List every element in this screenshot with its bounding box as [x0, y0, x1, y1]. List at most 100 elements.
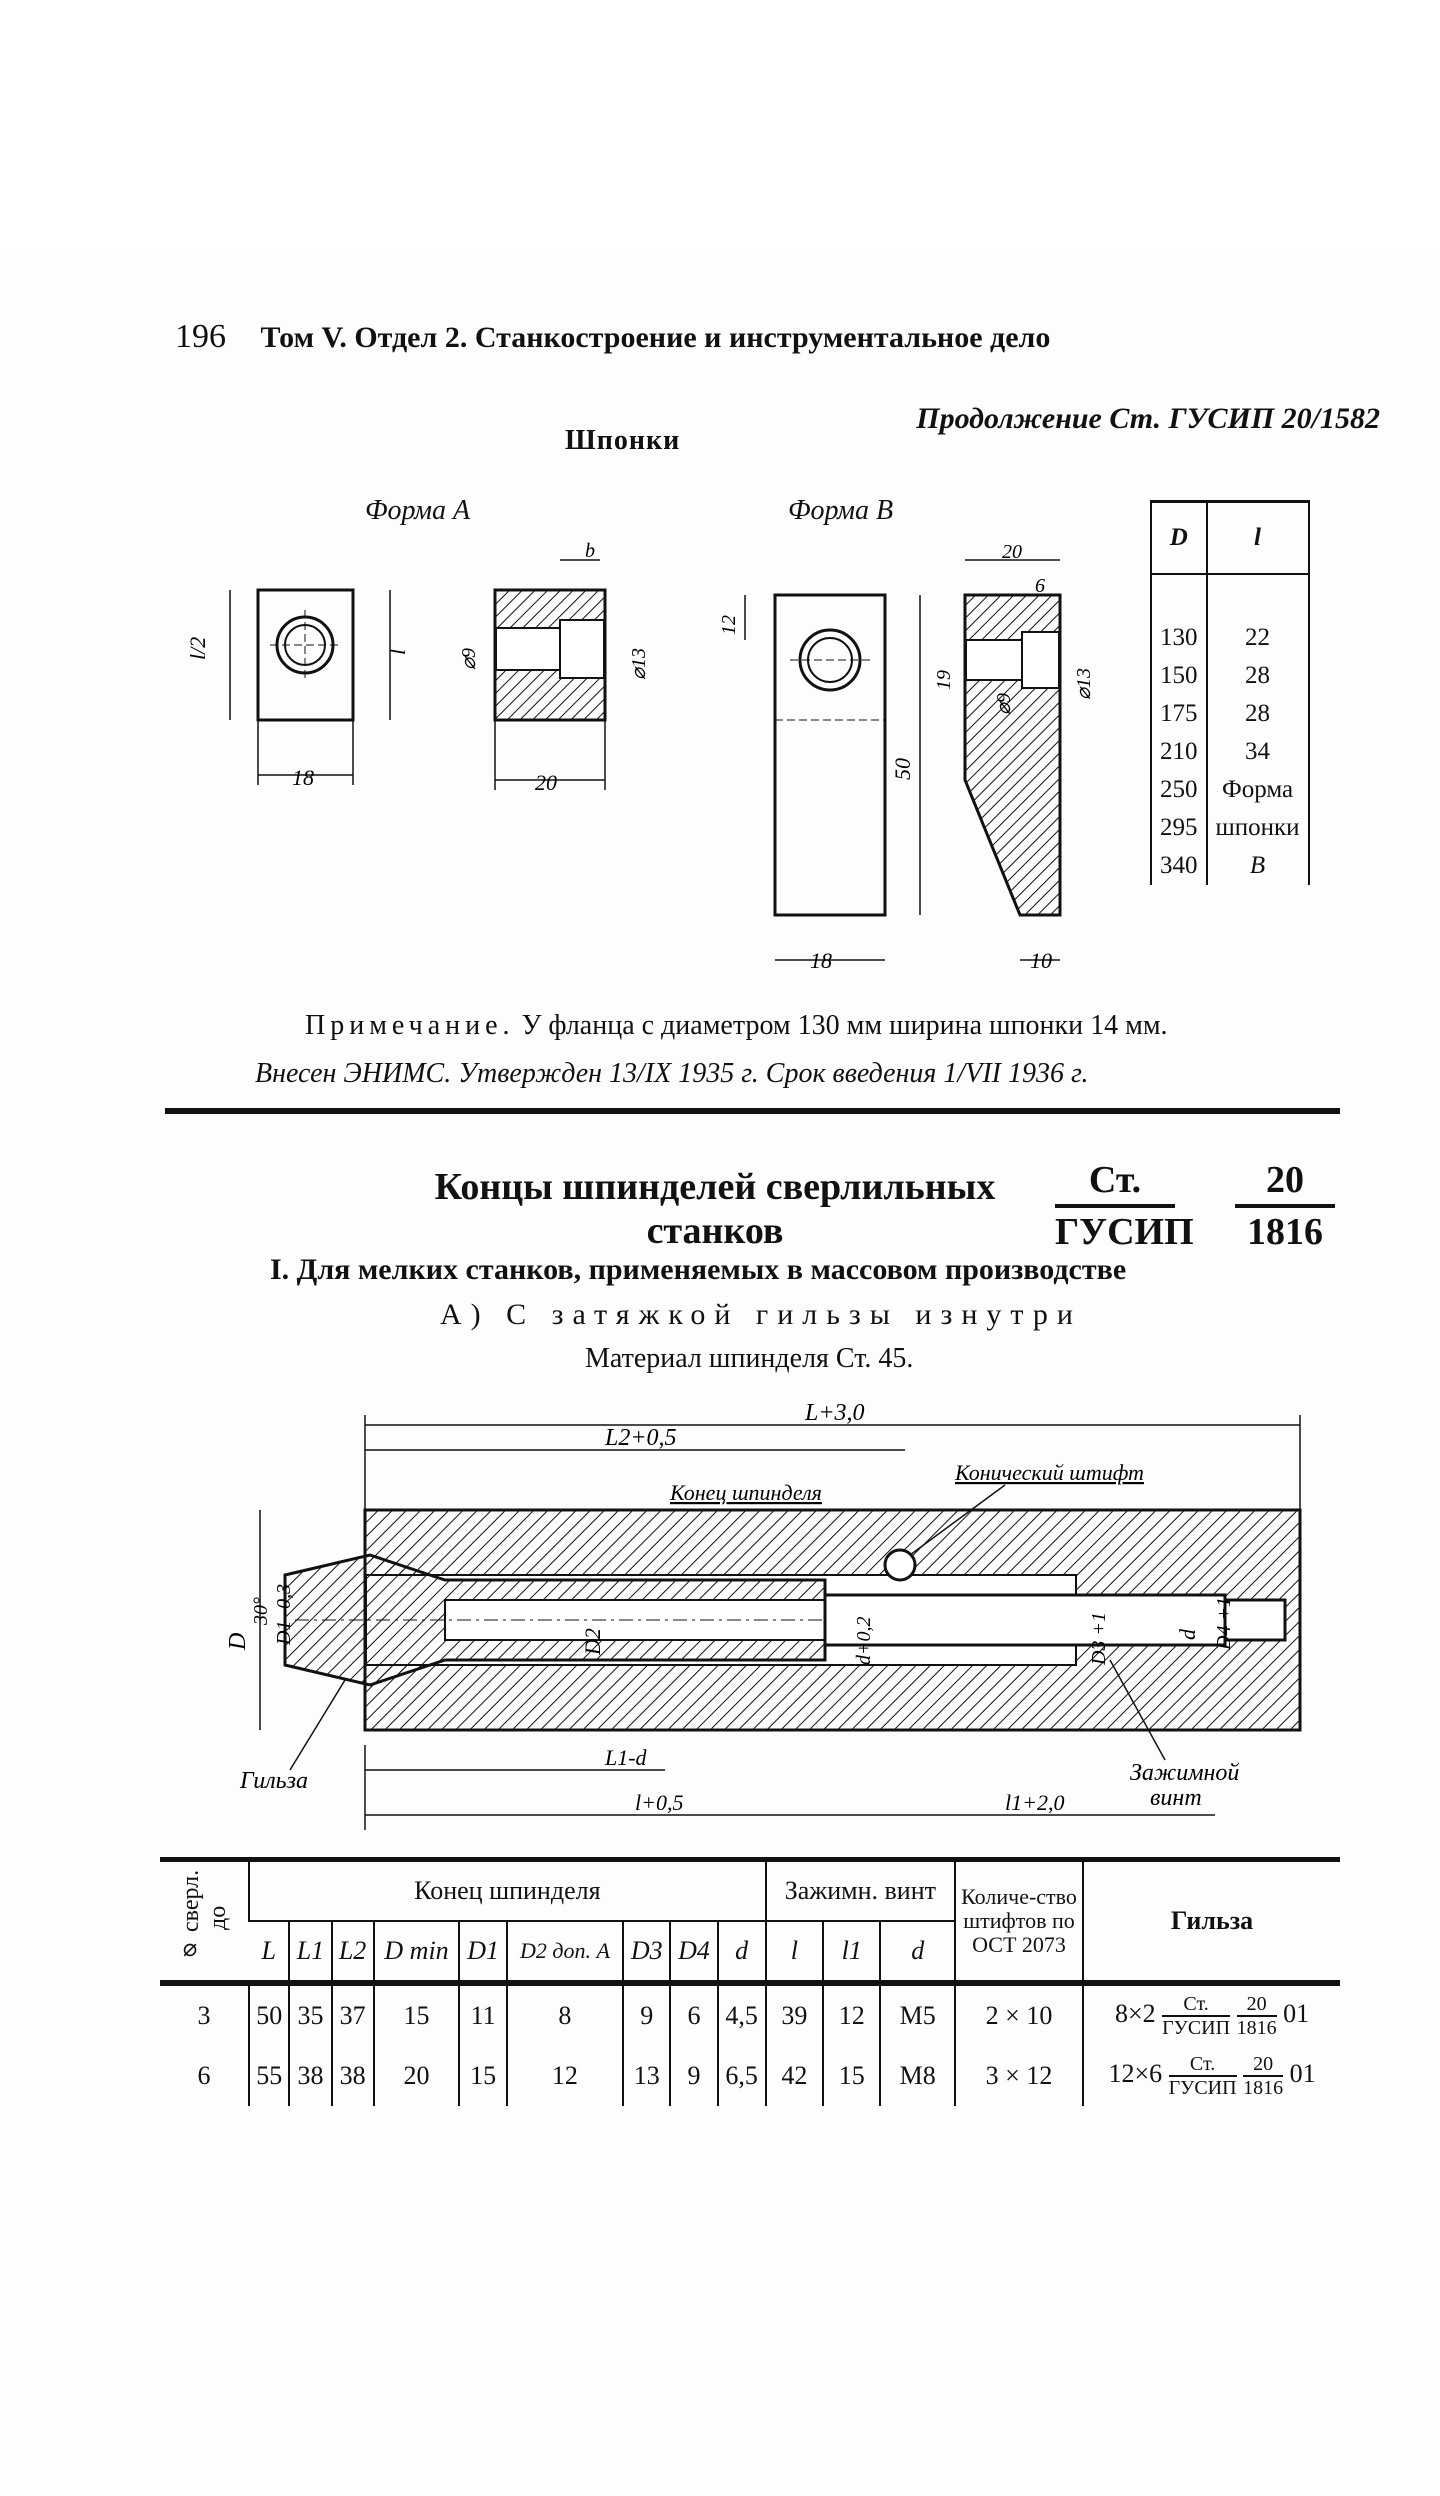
col-D1: D1 — [458, 1921, 507, 1983]
form-b-label: Форма В — [788, 495, 894, 526]
standard-title-line1: Концы шпинделей сверлильных — [434, 1166, 996, 1208]
sleeve-code-num: Ст. — [1162, 1993, 1231, 2017]
approval-line: Внесен ЭНИМС. Утвержден 13/IX 1935 г. Ср… — [255, 1058, 1089, 1089]
running-title: Том V. Отдел 2. Станкостроение и инструм… — [260, 321, 1051, 354]
sleeve-number-den: 1816 — [1243, 2077, 1284, 2099]
standard-code-num: Ст. — [1055, 1158, 1175, 1208]
group-sleeve: Гильза — [1082, 1859, 1340, 1984]
cell-D: 20 — [372, 2046, 460, 2106]
cell-l: 39 — [764, 1983, 824, 2046]
dim-a-d13: ⌀13 — [628, 648, 650, 680]
cell-L2: 37 — [330, 1983, 374, 2046]
standard-code-den: ГУСИП — [1055, 1211, 1194, 1253]
sleeve-number-num: 20 — [1236, 1993, 1277, 2017]
cell-d: 210 — [1150, 733, 1208, 771]
dim-L: L+3,0 — [804, 1400, 865, 1426]
dim-a-l2: l/2 — [190, 637, 210, 660]
dim-d: d — [1175, 1628, 1200, 1640]
col-L: L — [261, 1936, 276, 1965]
cell-l: Форма — [1205, 771, 1310, 809]
col-drill-label: ⌀ сверл. до — [177, 1869, 231, 1966]
standard-number: 20 1816 — [1235, 1158, 1335, 1254]
standard-title-line2: станков — [646, 1210, 784, 1252]
col-L1: L1 — [288, 1921, 332, 1983]
dim-a-d9: ⌀9 — [458, 648, 480, 670]
dim-angle: 30° — [250, 1597, 272, 1626]
cell-l: В — [1205, 847, 1310, 885]
col-D: D min — [372, 1921, 460, 1983]
sleeve-size: 8×2 — [1114, 1998, 1156, 2028]
cell-D3: 13 — [622, 2046, 671, 2106]
cell-D3: 9 — [622, 1983, 671, 2046]
note: Примечание. У фланца с диаметром 130 мм … — [305, 1010, 1168, 1042]
label-clamp-screw-1: Зажимной — [1130, 1760, 1239, 1786]
table-row: 6 55 38 38 20 15 12 13 9 6,5 42 15 M8 3 … — [160, 2046, 1340, 2106]
standard-subtitle: I. Для мелких станков, применяемых в мас… — [270, 1253, 1127, 1286]
sleeve-suffix: 01 — [1289, 2058, 1316, 2088]
cell-D: 15 — [372, 1983, 460, 2046]
cell-d: 150 — [1150, 657, 1208, 695]
standard-code: Ст. ГУСИП — [1055, 1158, 1194, 1254]
cell-L2: 38 — [330, 2046, 374, 2106]
standard-material: Материал шпинделя Ст. 45. — [585, 1343, 914, 1374]
col-l1: l1 — [822, 1921, 881, 1983]
cell-L1: 38 — [288, 2046, 332, 2106]
cell-D1: 15 — [458, 2046, 507, 2106]
cell-D4: 9 — [669, 2046, 718, 2106]
cell-screw-d: M5 — [879, 1983, 955, 2046]
standard-number-num: 20 — [1235, 1158, 1335, 1208]
cell-l: 34 — [1205, 733, 1310, 771]
spindle-drawing: L+3,0 L2+0,5 Конец шпинделя Конический ш… — [225, 1400, 1302, 1830]
dim-b-20: 20 — [1002, 541, 1022, 563]
col-l: l — [764, 1921, 824, 1983]
cell-d: 295 — [1150, 809, 1208, 847]
dim-D4: D4 +1 — [1213, 1597, 1235, 1651]
label-sleeve: Гильза — [239, 1768, 308, 1794]
cell-l: 22 — [1205, 619, 1310, 657]
sleeve-suffix: 01 — [1283, 1998, 1310, 2028]
cell-d: 130 — [1150, 619, 1208, 657]
dim-a-18: 18 — [292, 765, 314, 790]
dim-d-thread: d+0,2 — [853, 1617, 875, 1666]
dim-b-50: 50 — [890, 758, 915, 780]
col-d: d — [716, 1921, 766, 1983]
dim-L1: L1-d — [604, 1745, 648, 1770]
form-b-section-view: 20 6 19 ⌀9 ⌀13 10 — [933, 541, 1095, 973]
group-screw: Зажимн. винт — [764, 1859, 955, 1922]
note-text: У фланца с диаметром 130 мм ширина шпонк… — [521, 1010, 1168, 1041]
dim-b-12: 12 — [718, 615, 740, 635]
dim-b-10: 10 — [1030, 948, 1052, 973]
sleeve-code-den: ГУСИП — [1162, 2017, 1231, 2039]
standard-number-den: 1816 — [1247, 1211, 1323, 1253]
col-L2: L2 — [330, 1921, 374, 1983]
dim-L2: L2+0,5 — [604, 1425, 677, 1451]
cell-drill: 3 — [197, 2001, 211, 2030]
dim-D3: D3 +1 — [1088, 1612, 1110, 1666]
cell-l1: 15 — [822, 2046, 881, 2106]
cell-L: 55 — [247, 2046, 290, 2106]
col-D4: D4 — [669, 1921, 718, 1983]
cell-D2: 8 — [505, 1983, 624, 2046]
dim-a-b: b — [585, 540, 595, 562]
cell-d: 4,5 — [716, 1983, 766, 2046]
cell-d: 6,5 — [716, 2046, 766, 2106]
dim-l1: l1+2,0 — [1005, 1790, 1064, 1815]
form-a-section-view: 20 b ⌀9 ⌀13 — [458, 540, 650, 795]
dim-b-d13: ⌀13 — [1073, 668, 1095, 700]
keys-section-title: Шпонки — [565, 425, 681, 456]
cell-l: 28 — [1205, 657, 1310, 695]
col-D3: D3 — [622, 1921, 671, 1983]
note-label: Примечание. — [305, 1010, 515, 1041]
cell-d: 175 — [1150, 695, 1208, 733]
cell-d: 340 — [1150, 847, 1208, 885]
continuation-note: Продолжение Ст. ГУСИП 20/1582 — [916, 402, 1380, 435]
sleeve-number-num: 20 — [1243, 2053, 1284, 2077]
dim-a-20: 20 — [535, 770, 557, 795]
